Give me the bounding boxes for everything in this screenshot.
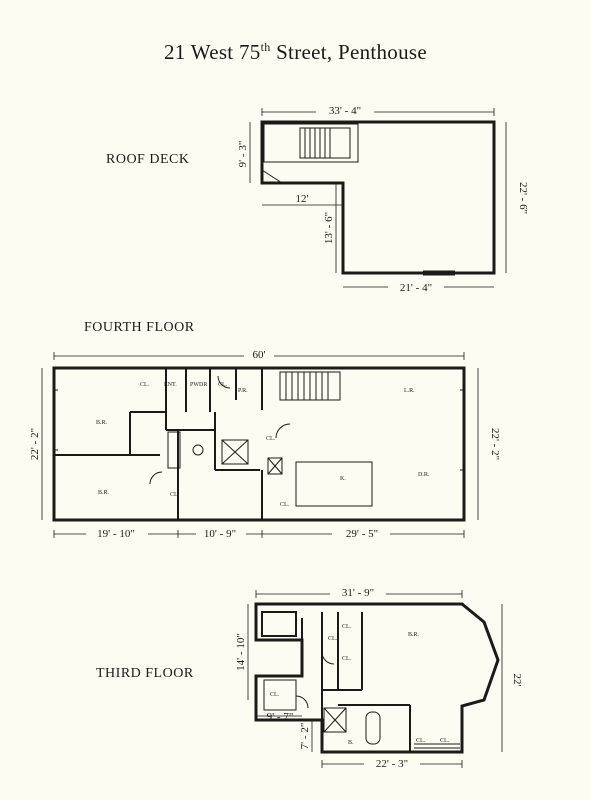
fourth-pr-label: P.R. xyxy=(238,388,248,394)
fourth-cl3-label: CL. xyxy=(170,492,180,498)
fourth-dr-label: D.R. xyxy=(418,472,430,478)
roof-deck-label: ROOF DECK xyxy=(106,152,190,167)
roof-bottom-width-dim: 21' - 4" xyxy=(400,282,432,294)
third-b-label: B. xyxy=(348,740,354,746)
third-cl2-label: CL. xyxy=(342,656,352,662)
fourth-right-height-dim: 22' - 2" xyxy=(489,428,501,460)
fourth-bottom-left-dim: 19' - 10" xyxy=(97,528,135,540)
fourth-floor-label: FOURTH FLOOR xyxy=(84,320,195,335)
third-cl1-label: CL. xyxy=(342,624,352,630)
third-left-lower-dim: 7' - 2" xyxy=(299,723,311,750)
fourth-cl4-label: CL. xyxy=(266,436,276,442)
fourth-left-height-dim: 22' - 2" xyxy=(29,428,41,460)
third-bottom-width-dim: 22' - 3" xyxy=(376,758,408,770)
third-cl4-label: CL. xyxy=(270,692,280,698)
fourth-br1-label: B.R. xyxy=(96,420,108,426)
fourth-floor-plan: 60' 22' - 2" 22' - 2" 19' - 10" 10' - 9"… xyxy=(29,348,501,540)
roof-top-width-dim: 33' - 4" xyxy=(329,105,361,117)
third-cl5-label: CL. xyxy=(416,738,426,744)
roof-deck-plan: 33' - 4" 9' - 3" 12' 13' - 6" 22' - 6" 2… xyxy=(237,104,529,294)
fourth-br2-label: B.R. xyxy=(98,490,110,496)
third-floor-plan: 31' - 9" 14' - 10" 22' 9' - 7" 7' - 2" 2… xyxy=(235,586,523,770)
third-br-label: B.R. xyxy=(408,632,420,638)
third-cl3-label: CL. xyxy=(328,636,338,642)
roof-inset-width-dim: 12' xyxy=(296,193,309,205)
fourth-cl2-label: CL. xyxy=(218,382,228,388)
third-bottom-left-dim: 9' - 7" xyxy=(267,711,294,723)
page-title: 21 West 75th Street, Penthouse xyxy=(164,40,427,64)
third-cl6-label: CL. xyxy=(440,738,450,744)
third-right-height-dim: 22' xyxy=(511,674,523,687)
fourth-cl5-label: CL. xyxy=(280,502,290,508)
fourth-bottom-mid-dim: 10' - 9" xyxy=(204,528,236,540)
fourth-bottom-right-dim: 29' - 5" xyxy=(346,528,378,540)
fourth-lr-label: L.R. xyxy=(404,388,415,394)
fourth-overall-width-dim: 60' xyxy=(253,349,266,361)
fourth-ent-label: ENT. xyxy=(164,382,177,388)
third-top-width-dim: 31' - 9" xyxy=(342,587,374,599)
fourth-pwdr-label: PWDR xyxy=(190,382,207,388)
roof-left-height-dim: 9' - 3" xyxy=(237,141,249,168)
third-floor-label: THIRD FLOOR xyxy=(96,666,194,681)
third-left-height-dim: 14' - 10" xyxy=(235,633,247,671)
roof-right-height-dim: 22' - 6" xyxy=(517,182,529,214)
fourth-cl1-label: CL. xyxy=(140,382,150,388)
fourth-k-label: K. xyxy=(340,476,346,482)
roof-inset-height-dim: 13' - 6" xyxy=(323,212,335,244)
